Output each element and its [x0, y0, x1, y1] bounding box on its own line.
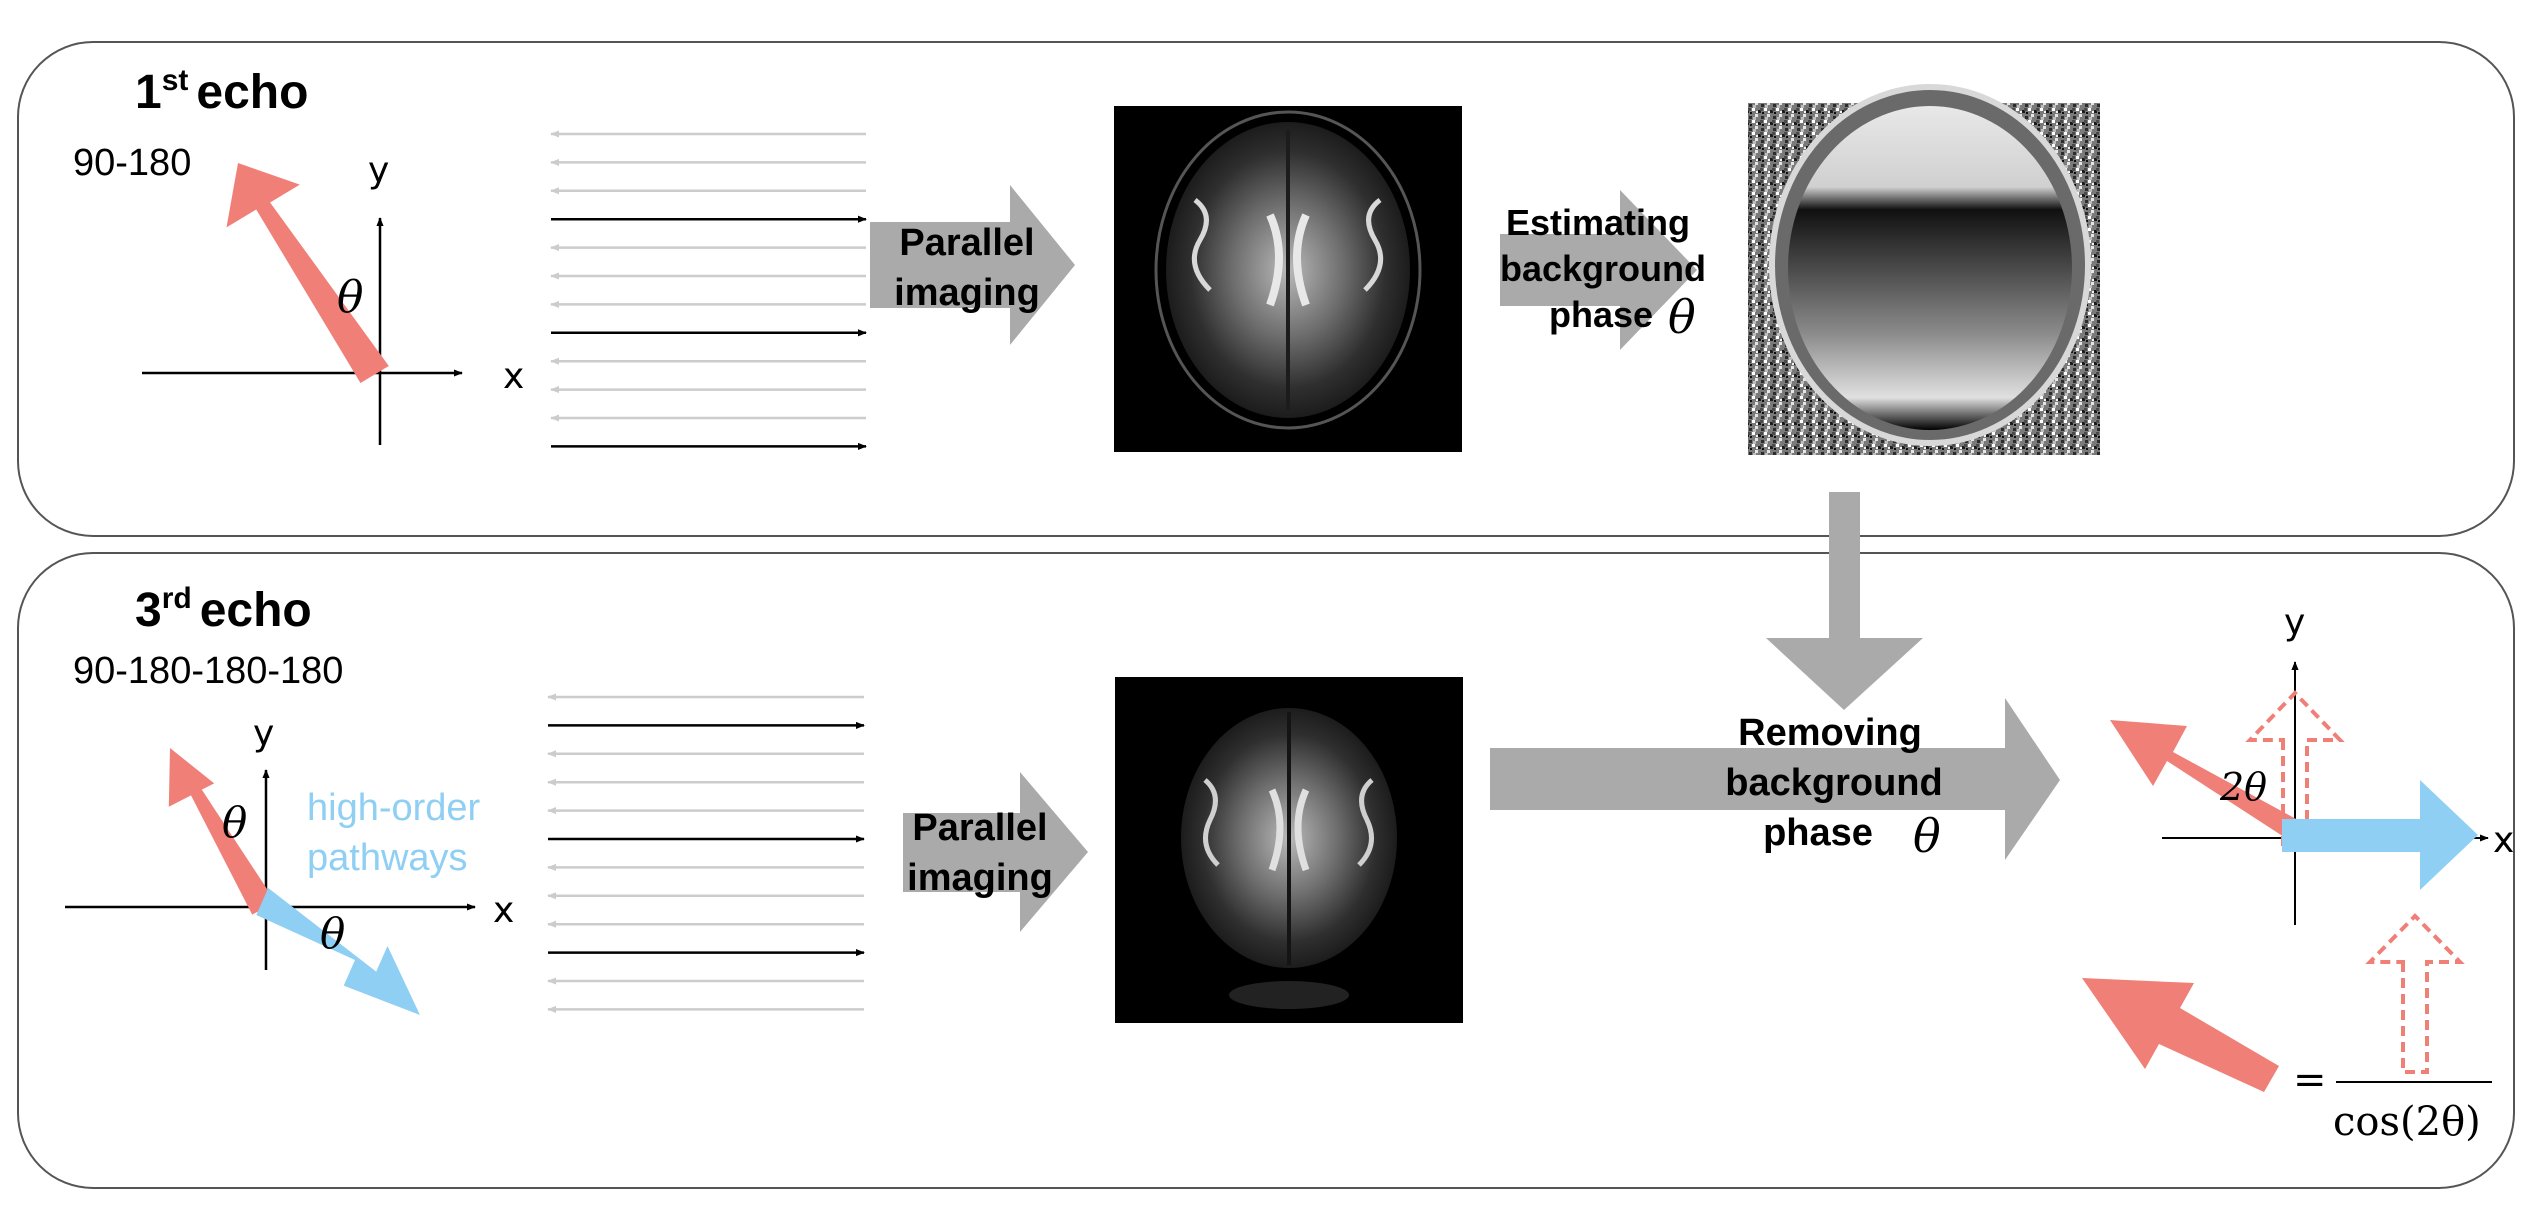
removing-arrow: Removing background phase θ [1490, 698, 2060, 863]
theta-label-blue-bottom: θ [320, 909, 345, 958]
removing-label-line2: background [1725, 762, 1942, 804]
blue-vector-result [2282, 780, 2478, 890]
x-axis-label-top: x [503, 356, 524, 397]
magnetization-arrow-top [226, 163, 389, 383]
sequence-label-bottom: 90-180-180-180 [73, 650, 343, 692]
dashed-vector-equation [2365, 913, 2465, 1074]
x-axis-label-result: x [2493, 820, 2514, 861]
k-space-lines-top [550, 130, 867, 450]
pathways-label-line1: high-order [307, 787, 481, 829]
pathways-label-line2: pathways [307, 837, 468, 879]
parallel-imaging-arrow-bottom: Parallel imaging [903, 772, 1088, 932]
gray-arrow-removing [1490, 698, 2060, 860]
estimating-label-line3: phase [1549, 294, 1653, 335]
denominator-cos: cos(2θ) [2333, 1099, 2481, 1145]
parallel-label-line2-top: imaging [894, 272, 1040, 314]
correction-equation: = cos(2θ) [2082, 913, 2492, 1145]
theta-label-top: θ [337, 272, 364, 323]
estimating-label-line1: Estimating [1506, 202, 1690, 243]
ghost-artifact-bottom [1229, 981, 1349, 1009]
magnitude-image-bottom [1115, 677, 1463, 1023]
estimating-arrow: Estimating background phase θ [1500, 190, 1706, 350]
red-vector-bottom [168, 748, 276, 915]
estimating-label-line2: background [1500, 248, 1706, 289]
parallel-label-line1-bottom: Parallel [912, 807, 1047, 849]
removing-label-line1: Removing [1738, 712, 1922, 754]
skull-outline-top [1154, 110, 1422, 430]
sequence-label-top: 90-180 [73, 142, 191, 184]
estimating-theta: θ [1668, 290, 1696, 344]
result-vector-diagram: x y 2θ [2110, 602, 2514, 925]
connector-arrow-down [1766, 492, 1923, 710]
sulci-bottom [1203, 778, 1374, 867]
phase-brain [1788, 106, 2072, 430]
vector-axes-top: x y [142, 150, 524, 445]
y-axis-label-top: y [368, 150, 389, 191]
parallel-label-line1-top: Parallel [899, 222, 1034, 264]
parallel-imaging-arrow-top: Parallel imaging [870, 185, 1075, 345]
equals-sign: = [2293, 1057, 2327, 1103]
red-vector-result [2110, 720, 2309, 846]
sulci-top [1191, 198, 1384, 292]
k-space-lines-bottom [547, 693, 865, 1014]
theta-label-red-bottom: θ [222, 798, 247, 847]
red-vector-equation [2082, 978, 2279, 1092]
y-axis-label-bottom: y [253, 713, 274, 754]
magnitude-image-top [1114, 106, 1462, 452]
parallel-label-line2-bottom: imaging [907, 857, 1053, 899]
gray-arrow-estimating [1500, 190, 1697, 350]
gray-arrow-parallel-bottom [903, 772, 1088, 932]
red-vector-top [226, 163, 389, 383]
ventricles-bottom [1268, 788, 1310, 872]
x-axis-label-bottom: x [493, 890, 514, 931]
magnetization-arrows-bottom [168, 748, 420, 1015]
removing-theta: θ [1913, 809, 1941, 863]
y-axis-label-result: y [2284, 602, 2305, 643]
ventricles-top [1266, 213, 1310, 307]
vector-axes-bottom: x y [65, 713, 514, 970]
two-theta-label: 2θ [2219, 765, 2267, 809]
phase-image [1748, 84, 2100, 455]
blue-vector-bottom [256, 888, 420, 1015]
removing-label-line3: phase [1763, 812, 1873, 854]
gray-arrow-parallel-top [870, 185, 1075, 345]
